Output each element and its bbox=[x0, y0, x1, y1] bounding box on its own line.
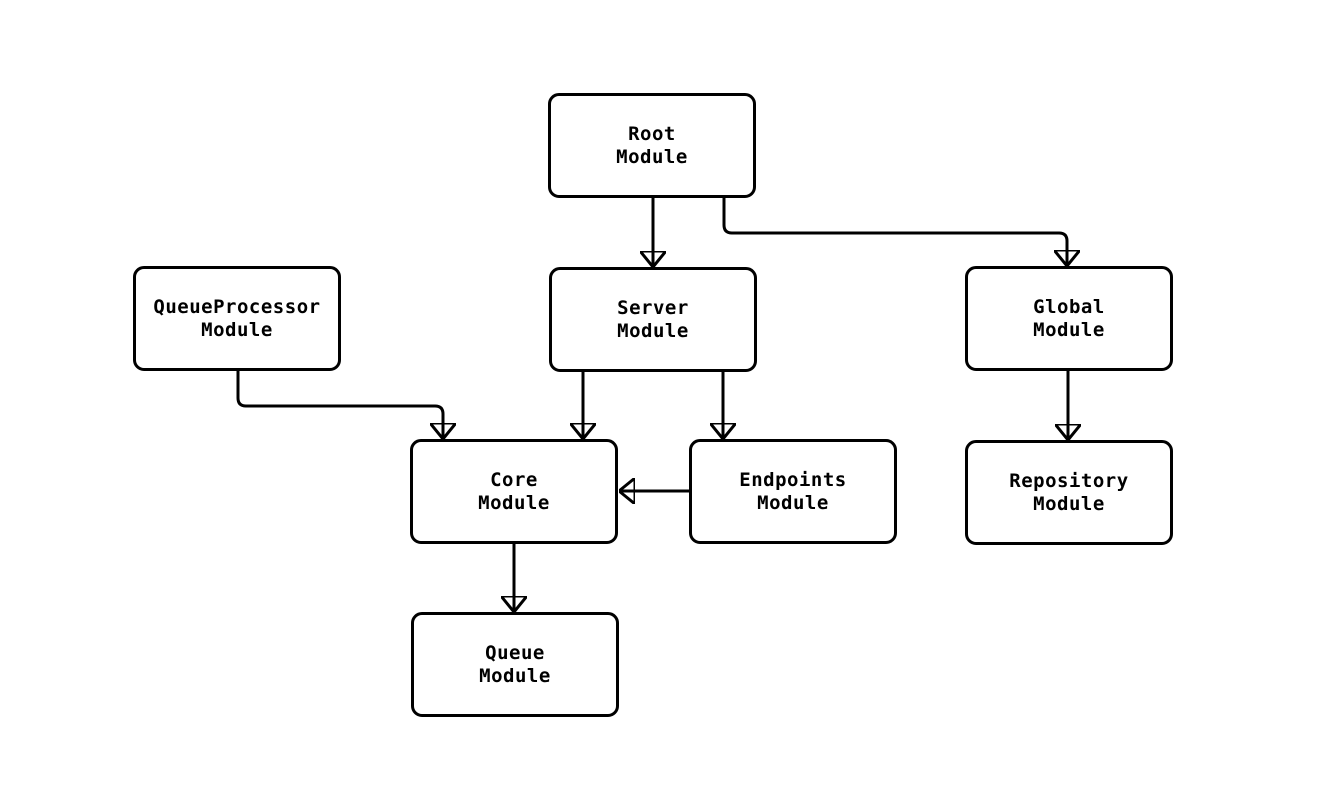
edge-root-to-global bbox=[722, 197, 1067, 264]
node-global-module: Global Module bbox=[965, 266, 1173, 371]
edge-queueprocessor-to-core bbox=[236, 370, 443, 437]
node-repository-module-label: Repository Module bbox=[1009, 469, 1129, 515]
node-core-module: Core Module bbox=[410, 439, 618, 544]
node-queueprocessor-module: QueueProcessor Module bbox=[133, 266, 341, 371]
node-queue-module: Queue Module bbox=[411, 612, 619, 717]
node-root-module: Root Module bbox=[548, 93, 756, 198]
node-endpoints-module: Endpoints Module bbox=[689, 439, 897, 544]
node-root-module-label: Root Module bbox=[616, 122, 688, 168]
node-queue-module-label: Queue Module bbox=[479, 641, 551, 687]
node-core-module-label: Core Module bbox=[478, 468, 550, 514]
node-endpoints-module-label: Endpoints Module bbox=[739, 468, 847, 514]
node-server-module-label: Server Module bbox=[617, 296, 689, 342]
node-server-module: Server Module bbox=[549, 267, 757, 372]
node-repository-module: Repository Module bbox=[965, 440, 1173, 545]
node-global-module-label: Global Module bbox=[1033, 295, 1105, 341]
node-queueprocessor-module-label: QueueProcessor Module bbox=[153, 295, 321, 341]
